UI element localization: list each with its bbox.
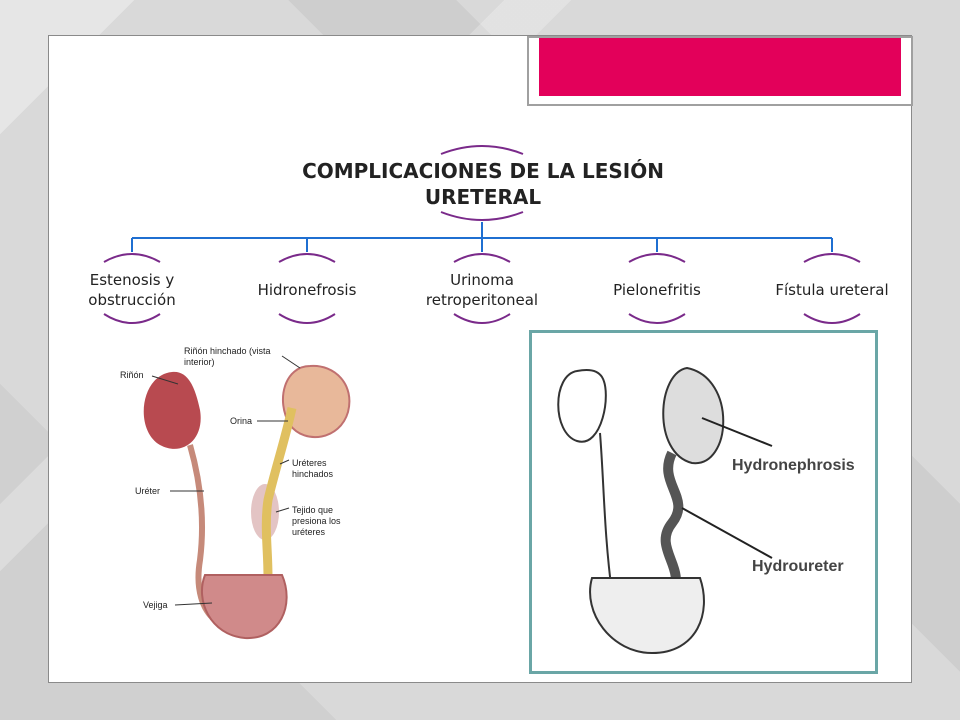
label-ureteres-hinchados: Uréteres hinchados [292,458,334,479]
title-color-bar [539,38,901,96]
node-estenosis: Estenosis y obstrucción [88,271,176,309]
label-rinon-hinchado: Riñón hinchado (vista interior) [184,346,271,367]
bladder [200,574,288,640]
node-hidronefrosis: Hidronefrosis [257,281,357,299]
bladder-right [589,577,705,655]
label-hydronephrosis: Hydronephrosis [732,457,855,474]
branch-drops [131,238,833,252]
dilated-kidney [662,366,725,465]
child-arcs [103,253,861,324]
normal-ureter [599,432,613,594]
label-tejido: Tejido que presiona los uréteres [292,505,341,537]
node-fistula: Fístula ureteral [775,281,889,299]
swollen-kidney [281,364,351,439]
label-vejiga: Vejiga [143,600,168,610]
root-node-title: COMPLICACIONES DE LA LESIÓN URETERAL [302,159,664,209]
hydronephrosis-diagram: Hydronephrosis Hydroureter [557,366,855,655]
node-pielonefritis: Pielonefritis [613,281,701,299]
root-bottom-arc [440,211,524,221]
dilated-ureter [660,450,684,596]
root-top-arc [440,145,524,155]
label-orina: Orina [230,416,252,426]
kidney-left [143,371,201,449]
node-urinoma: Urinoma retroperitoneal [425,271,539,309]
hydronephrosis-figure-panel: Hydronephrosis Hydroureter [529,330,878,674]
label-rinon: Riñón [120,370,144,380]
normal-kidney [557,368,607,443]
label-hydroureter: Hydroureter [752,558,844,575]
slide-title-placeholder [527,36,913,106]
label-ureter: Uréter [135,486,160,496]
